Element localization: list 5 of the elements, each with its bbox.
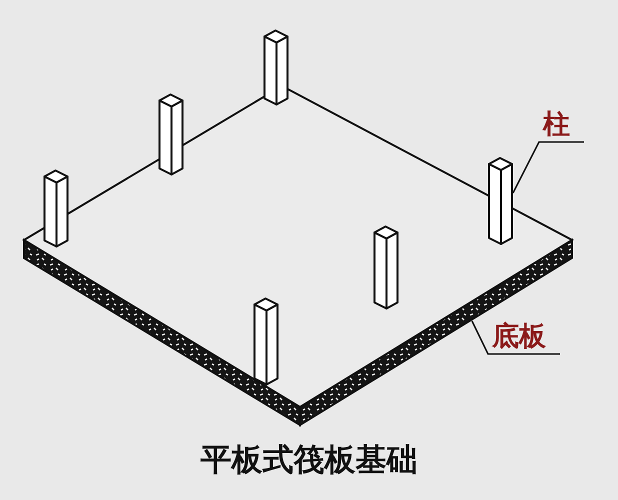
part-label: 柱 (543, 110, 570, 140)
column-drawing (488, 157, 513, 245)
leader-line (512, 141, 584, 194)
caption: 平板式筏板基础 (200, 441, 418, 480)
part-label: 底板 (492, 322, 546, 352)
